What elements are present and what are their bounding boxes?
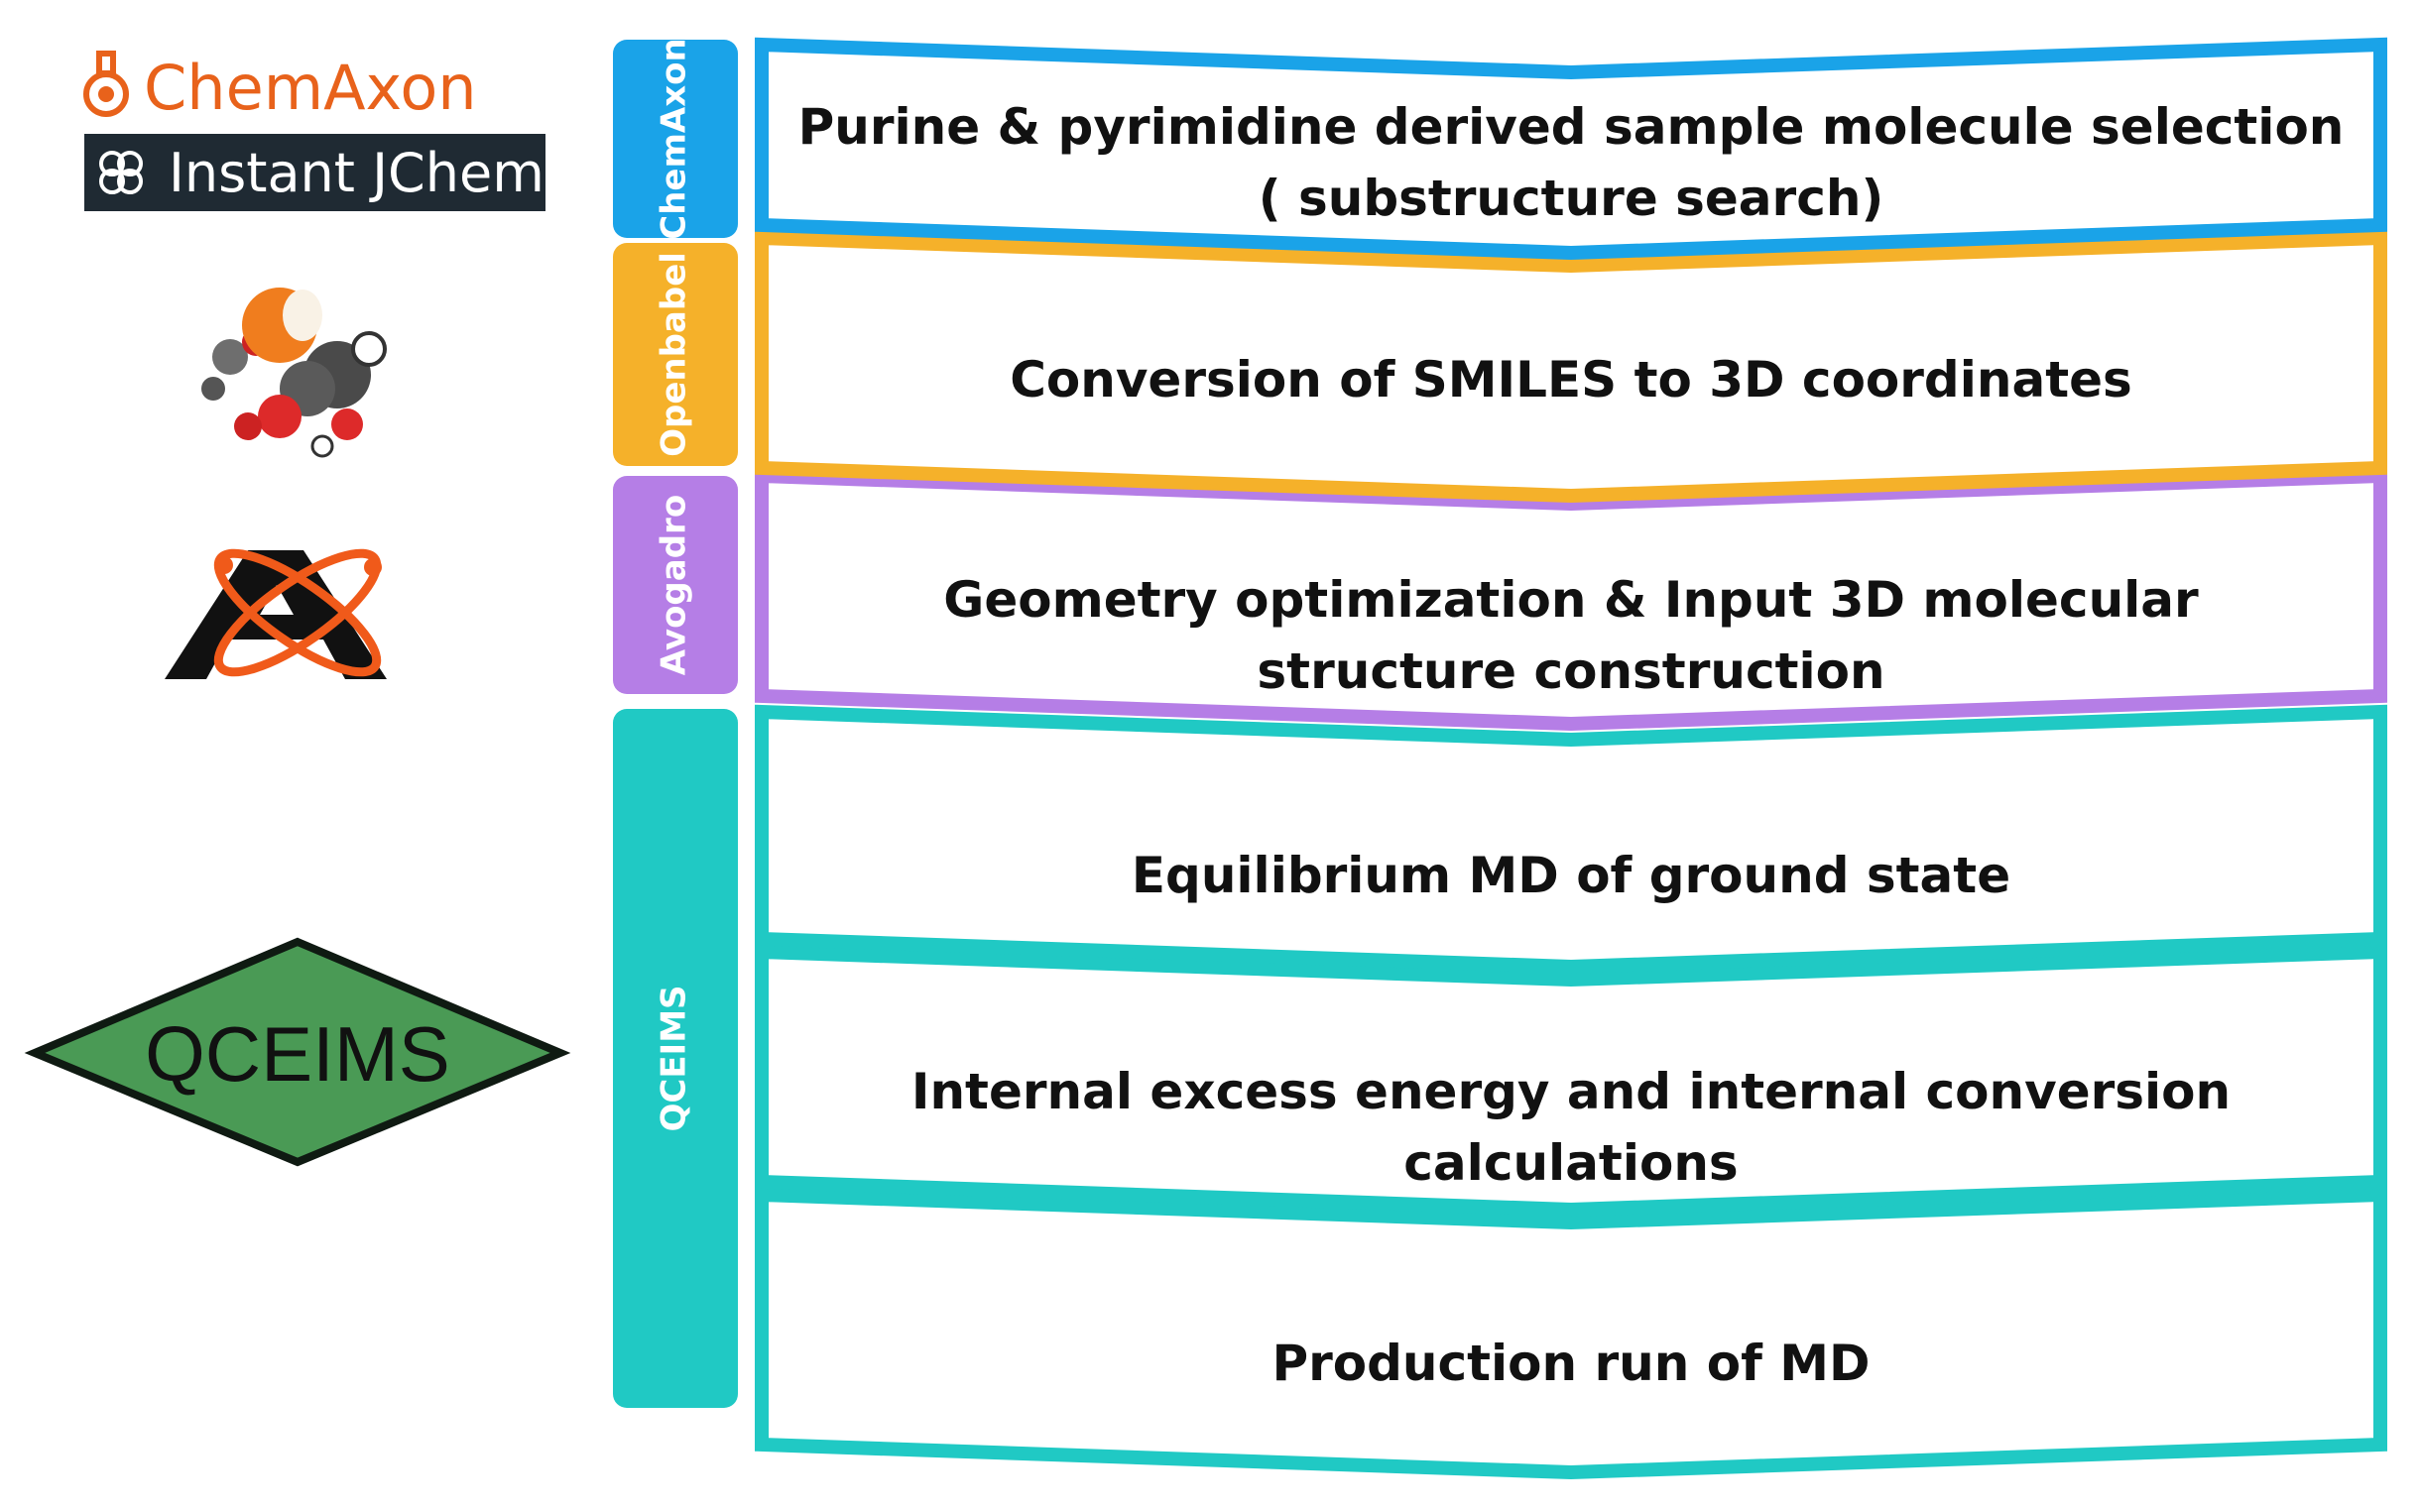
- tool-tab-chemaxon: ChemAxon: [613, 38, 738, 240]
- tool-tab-label: QCEIMS: [655, 985, 694, 1131]
- step-label: ( substructure search): [1259, 170, 1884, 227]
- chemaxon-wordmark: ChemAxon: [144, 52, 477, 124]
- tool-tab-label: ChemAxon: [655, 38, 694, 239]
- tool-tab-qceims: QCEIMS: [613, 709, 738, 1408]
- workflow-steps: Production run of MD Internal excess ener…: [755, 37, 2387, 1480]
- step-label: Geometry optimization & Input 3D molecul…: [943, 571, 2199, 629]
- step-label: structure construction: [1257, 642, 1884, 700]
- step-label: calculations: [1403, 1134, 1738, 1192]
- tool-tab-openbabel: Openbabel: [613, 243, 738, 466]
- workflow-step-3: Geometry optimization & Input 3D molecul…: [755, 468, 2387, 732]
- step-label: Equilibrium MD of ground state: [1132, 847, 2010, 904]
- step-label: Internal excess energy and internal conv…: [911, 1063, 2231, 1120]
- step-label: Production run of MD: [1271, 1335, 1870, 1392]
- workflow-step-4: Equilibrium MD of ground state: [755, 704, 2387, 975]
- instant-jchem-logo: Instant JChem: [84, 134, 545, 211]
- avogadro-atom-icon: [165, 548, 387, 679]
- tool-tab-label: Avogadro: [655, 495, 694, 675]
- step-label: Conversion of SMILES to 3D coordinates: [1010, 351, 2132, 408]
- instant-jchem-wordmark: Instant JChem: [169, 142, 544, 204]
- workflow-step-2: Conversion of SMILES to 3D coordinates: [755, 230, 2387, 504]
- jchem-badge: [84, 134, 545, 211]
- qceims-logo: QCEIMS: [24, 937, 571, 1167]
- tool-tab-avogadro: Avogadro: [613, 476, 738, 694]
- openbabel-molecule-icon: [201, 288, 387, 458]
- tool-tab-label: Openbabel: [655, 252, 694, 457]
- workflow-step-5: Internal excess energy and internal conv…: [755, 944, 2387, 1218]
- workflow-step-1: Purine & pyrimidine derived sample molec…: [755, 37, 2387, 261]
- flask-icon: [83, 51, 129, 117]
- chemaxon-logo: ChemAxon: [83, 51, 477, 124]
- step-label: Purine & pyrimidine derived sample molec…: [798, 98, 2345, 156]
- flower-icon: [99, 151, 143, 194]
- workflow-step-6: Production run of MD: [755, 1187, 2387, 1480]
- qceims-wordmark: QCEIMS: [145, 1010, 450, 1098]
